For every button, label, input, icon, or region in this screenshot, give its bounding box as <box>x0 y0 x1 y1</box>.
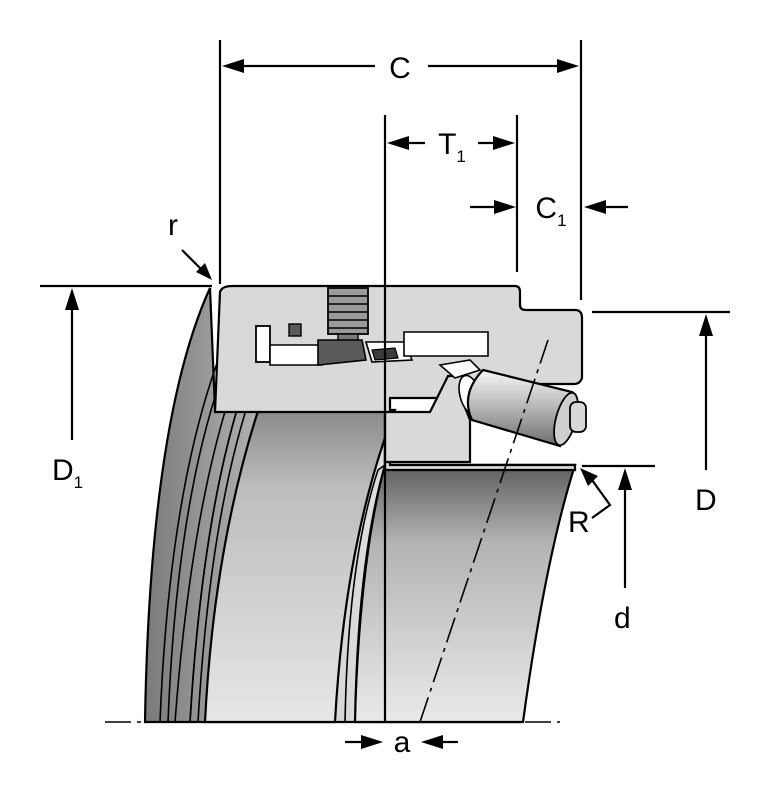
dimension-d-bore: d <box>582 464 655 635</box>
dimension-t1: T1 <box>383 115 519 722</box>
lubrication-fitting <box>327 287 369 343</box>
label-r: r <box>168 209 178 242</box>
inner-bore-left <box>203 359 397 724</box>
dimension-c1: C1 <box>470 192 628 230</box>
dimension-d-outer: D <box>592 310 730 517</box>
inner-ring-bore <box>344 463 577 724</box>
label-d-lower: d <box>614 602 631 635</box>
dimension-r: r <box>168 209 212 280</box>
seal-assembly <box>255 323 489 366</box>
label-a: a <box>394 726 411 759</box>
dimension-a: a <box>345 726 458 759</box>
label-d1: D1 <box>52 454 83 492</box>
dimension-r-inner: R <box>568 468 612 539</box>
label-r-upper: R <box>568 506 590 539</box>
dimension-d1: D1 <box>40 284 212 492</box>
label-d: D <box>695 484 717 517</box>
label-c1: C1 <box>535 192 566 230</box>
tapered-roller <box>466 368 587 448</box>
dimension-c: C <box>218 40 583 300</box>
centerlines <box>105 339 560 723</box>
label-t1: T1 <box>438 128 466 166</box>
label-c: C <box>389 52 411 85</box>
